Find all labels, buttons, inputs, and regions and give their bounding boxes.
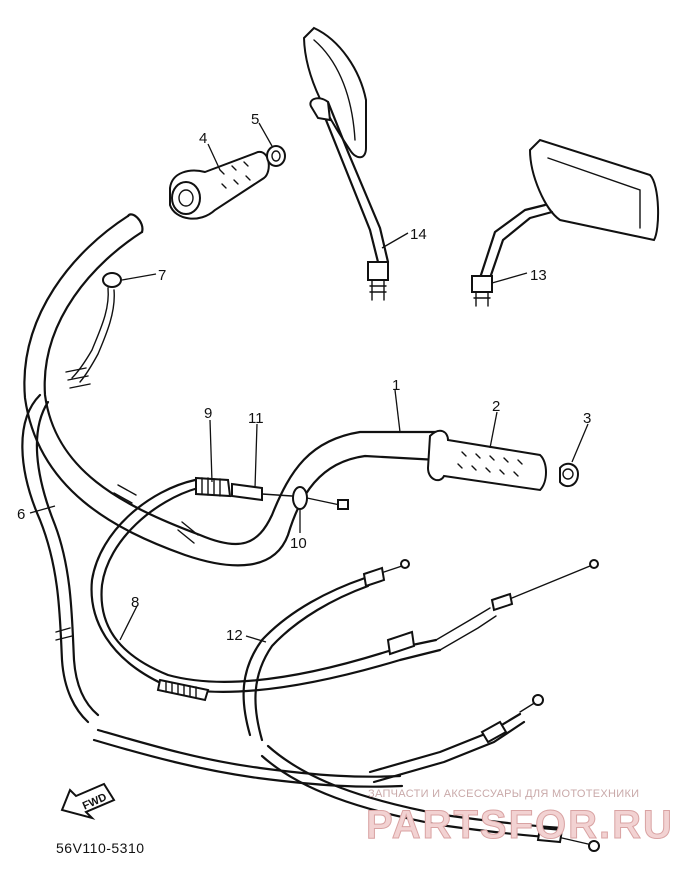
diagram-code: 56V110-5310	[56, 840, 145, 856]
callout-numbers: 1 2 3 4 5 6 7 8 9 10 11 12 13 14	[17, 111, 591, 644]
throttle-grip	[169, 150, 270, 220]
watermark-logo: PARTSFOR.RU	[366, 803, 674, 847]
lower-cables	[92, 694, 600, 852]
throttle-cable-1	[90, 478, 599, 702]
watermark-tagline: ЗАПЧАСТИ И АКСЕССУАРЫ ДЛЯ МОТОТЕХНИКИ	[368, 788, 639, 800]
callout-2: 2	[492, 398, 500, 415]
grip-end-cap	[266, 145, 286, 167]
callout-12: 12	[226, 627, 243, 644]
clutch-cable	[21, 393, 100, 724]
callout-4: 4	[199, 130, 207, 147]
watermark: ЗАПЧАСТИ И АКСЕССУАРЫ ДЛЯ МОТОТЕХНИКИ PA…	[366, 788, 674, 848]
callout-11: 11	[248, 410, 264, 427]
leader-lines	[29, 122, 589, 643]
callout-14: 14	[410, 226, 427, 243]
throttle-cable-2	[242, 559, 410, 742]
callout-8: 8	[131, 594, 139, 611]
callout-9: 9	[204, 405, 212, 422]
callout-5: 5	[251, 111, 259, 128]
callout-10: 10	[290, 535, 307, 552]
right-grip	[426, 429, 547, 492]
bar-end	[559, 462, 580, 488]
callout-7: 7	[158, 267, 166, 284]
left-mirror	[302, 26, 390, 301]
callout-6: 6	[17, 506, 25, 523]
hose-clamp	[65, 272, 122, 389]
callout-1: 1	[392, 377, 400, 394]
callout-13: 13	[530, 267, 547, 284]
cable-adjuster	[195, 476, 349, 510]
forward-arrow: FWD	[60, 782, 116, 820]
callout-3: 3	[583, 410, 591, 427]
right-mirror	[471, 138, 660, 307]
